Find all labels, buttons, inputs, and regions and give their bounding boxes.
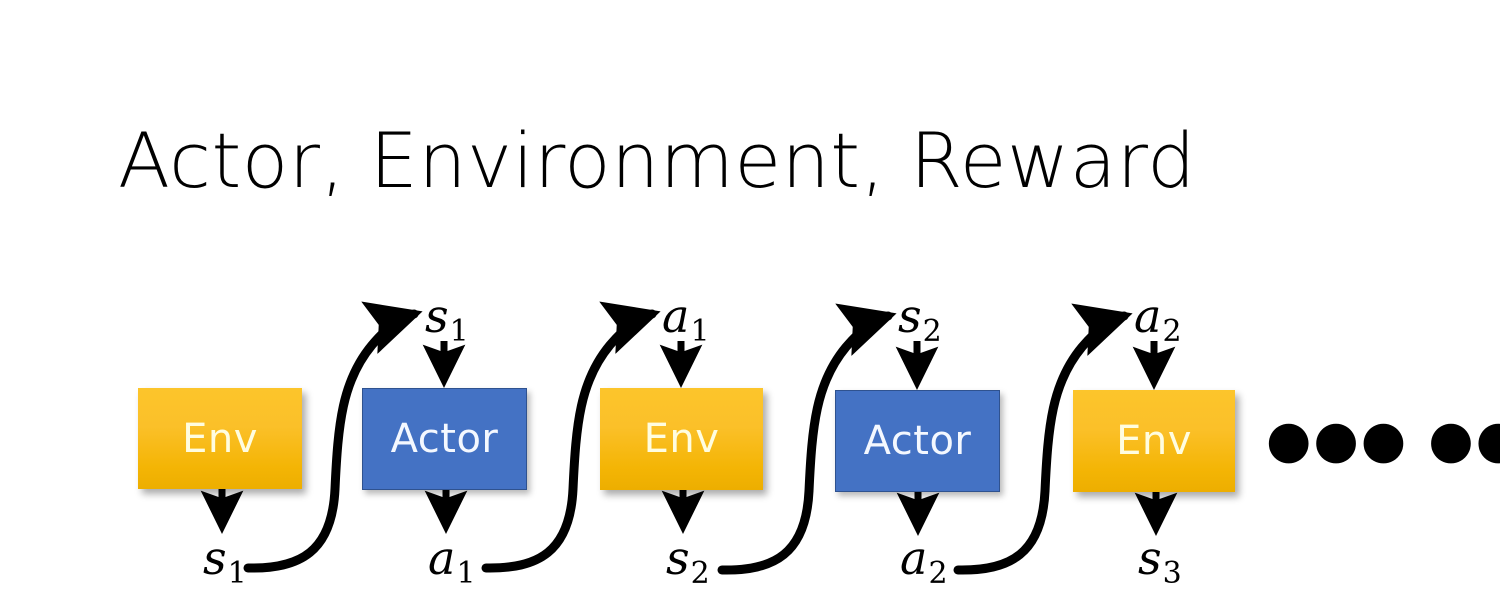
symbol: a: [428, 531, 456, 585]
node-env-3[interactable]: Env: [1073, 390, 1235, 492]
label-top-a2: a2: [1134, 293, 1182, 347]
symbol: a: [1134, 289, 1162, 343]
subscript: 2: [928, 556, 948, 591]
symbol: a: [900, 531, 928, 585]
subscript: 1: [456, 556, 476, 591]
label-bottom-a2: a2: [900, 535, 948, 589]
subscript: 3: [1162, 556, 1182, 591]
label-bottom-s1: s1: [203, 535, 247, 589]
node-label: Env: [182, 415, 258, 462]
node-env-2[interactable]: Env: [600, 388, 763, 490]
subscript: 1: [449, 314, 469, 349]
subscript: 2: [922, 314, 942, 349]
node-env-1[interactable]: Env: [138, 388, 302, 489]
node-label: Env: [643, 416, 720, 462]
label-top-s2: s2: [898, 293, 942, 347]
ellipsis-continuation: ●●● ●●●: [1266, 410, 1500, 470]
label-top-a1: a1: [662, 293, 710, 347]
label-bottom-s2: s2: [666, 535, 710, 589]
subscript: 2: [690, 556, 710, 591]
subscript: 1: [227, 556, 247, 591]
subscript: 2: [1162, 314, 1182, 349]
symbol: a: [662, 289, 690, 343]
node-label: Actor: [863, 418, 972, 464]
symbol: s: [425, 289, 449, 343]
node-label: Actor: [390, 416, 499, 462]
node-actor-1[interactable]: Actor: [362, 388, 527, 490]
symbol: s: [1138, 531, 1162, 585]
symbol: s: [898, 289, 922, 343]
page-title: Actor, Environment, Reward: [118, 116, 1196, 205]
symbol: s: [666, 531, 690, 585]
node-label: Env: [1116, 418, 1192, 464]
symbol: s: [203, 531, 227, 585]
label-bottom-s3: s3: [1138, 535, 1182, 589]
subscript: 1: [690, 314, 710, 349]
label-bottom-a1: a1: [428, 535, 476, 589]
label-top-s1: s1: [425, 293, 469, 347]
node-actor-2[interactable]: Actor: [835, 390, 1000, 492]
